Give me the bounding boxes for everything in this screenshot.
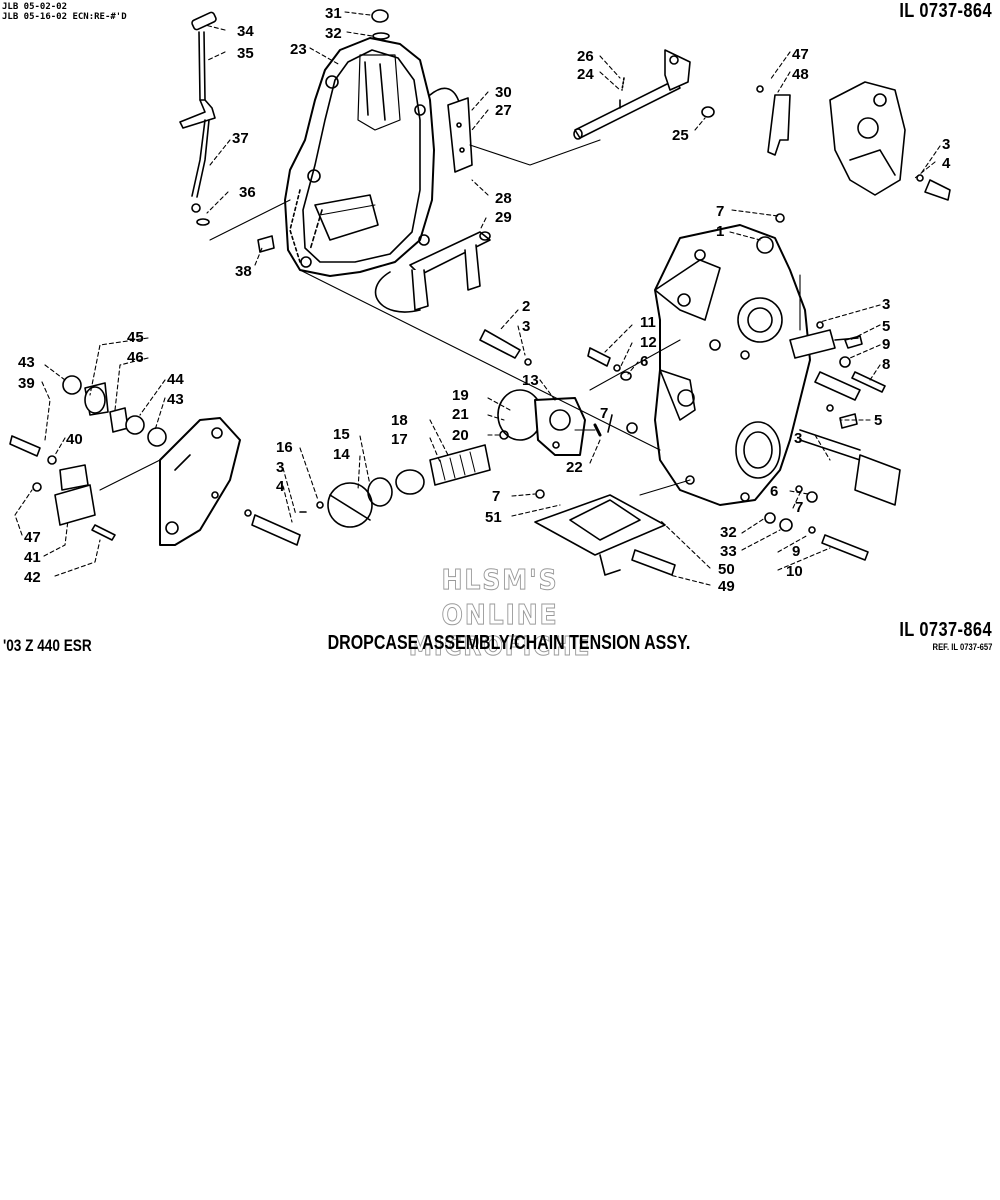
callout: 14 <box>333 446 350 463</box>
callout: 32 <box>720 524 737 541</box>
callout: 48 <box>792 66 809 83</box>
callout: 5 <box>882 318 890 335</box>
callout: 4 <box>942 155 951 172</box>
tension-adjuster-housing <box>756 81 951 201</box>
callout: 15 <box>333 426 350 443</box>
tensioner-plate <box>447 97 473 173</box>
callout: 21 <box>452 406 469 423</box>
callout: 3 <box>942 136 950 153</box>
chain-tensioner-assembly <box>299 389 602 528</box>
callout: 47 <box>24 529 41 546</box>
callout: 18 <box>391 412 408 429</box>
callout: 47 <box>792 46 809 63</box>
callout: 32 <box>325 25 342 42</box>
callout: 9 <box>882 336 890 353</box>
callout: 20 <box>452 427 469 444</box>
chain-tension-cover <box>159 417 241 546</box>
callout: 3 <box>276 459 284 476</box>
callout: 13 <box>522 372 539 389</box>
chain-guide-bracket <box>409 231 491 311</box>
callout: 43 <box>167 391 184 408</box>
leader-lines <box>99 139 801 496</box>
callout-labels: 34 35 37 36 31 32 23 30 27 28 29 26 24 2… <box>18 5 951 595</box>
callout: 12 <box>640 334 657 351</box>
callout: 29 <box>495 209 512 226</box>
callout: 43 <box>18 354 35 371</box>
callout: 7 <box>600 405 608 422</box>
callout: 50 <box>718 561 735 578</box>
callout: 41 <box>24 549 41 566</box>
fill-cap <box>371 9 390 40</box>
callout: 22 <box>566 459 583 476</box>
callout: 3 <box>522 318 530 335</box>
callout: 33 <box>720 543 737 560</box>
callout: 26 <box>577 48 594 65</box>
callout: 25 <box>672 127 689 144</box>
dipstick-assembly <box>179 11 217 226</box>
callout: 42 <box>24 569 41 586</box>
revision-line-2: JLB 05-16-02 ECN:RE-#'D <box>2 12 127 22</box>
tension-shaft <box>573 49 715 140</box>
callout: 31 <box>325 5 342 22</box>
callout: 46 <box>127 349 144 366</box>
watermark-line-2: ONLINE <box>441 598 559 632</box>
callout: 6 <box>640 353 648 370</box>
callout: 40 <box>66 431 83 448</box>
model-label: '03 Z 440 ESR <box>3 636 92 655</box>
chain-tension-parts <box>9 375 167 541</box>
callout: 9 <box>792 543 800 560</box>
callout: 7 <box>492 488 500 505</box>
callout: 28 <box>495 190 512 207</box>
diagram-title: DROPCASE ASSEMBLY/CHAIN TENSION ASSY. <box>327 632 691 654</box>
illustration-number-bottom: IL 0737-864 <box>899 619 992 641</box>
callout: 49 <box>718 578 735 595</box>
callout: 34 <box>237 23 254 40</box>
callout: 2 <box>522 298 530 315</box>
callout: 1 <box>716 223 724 240</box>
callout: 24 <box>577 66 594 83</box>
illustration-number-top: IL 0737-864 <box>899 0 992 22</box>
callout: 19 <box>452 387 469 404</box>
callout: 30 <box>495 84 512 101</box>
callout: 37 <box>232 130 249 147</box>
watermark-line-3: MICROFICHE <box>408 632 592 663</box>
centre-fasteners <box>479 329 638 434</box>
callout: 39 <box>18 375 35 392</box>
callout: 51 <box>485 509 502 526</box>
chain-oil-tray <box>534 489 676 576</box>
callout: 7 <box>716 203 724 220</box>
callout: 23 <box>290 41 307 58</box>
callout: 3 <box>882 296 890 313</box>
callout: 38 <box>235 263 252 280</box>
callout: 7 <box>795 499 803 516</box>
callout: 27 <box>495 102 512 119</box>
callout: 3 <box>794 430 802 447</box>
callout: 4 <box>276 478 285 495</box>
callout: 16 <box>276 439 293 456</box>
watermark-line-1: HLSM'S <box>441 563 559 597</box>
reference-number: REF. IL 0737-657 <box>932 642 992 652</box>
callout: 5 <box>874 412 882 429</box>
callout-leaders <box>14 11 941 586</box>
revision-line-1: JLB 05-02-02 <box>2 2 68 12</box>
callout: 35 <box>237 45 254 62</box>
callout: 8 <box>882 356 890 373</box>
callout: 10 <box>786 563 803 580</box>
callout: 6 <box>770 483 778 500</box>
callout: 45 <box>127 329 144 346</box>
dropcase-housing <box>654 213 811 506</box>
callout: 36 <box>239 184 256 201</box>
callout: 11 <box>640 314 656 331</box>
dropcase-cover <box>284 37 463 313</box>
callout: 44 <box>167 371 184 388</box>
callout: 17 <box>391 431 408 448</box>
